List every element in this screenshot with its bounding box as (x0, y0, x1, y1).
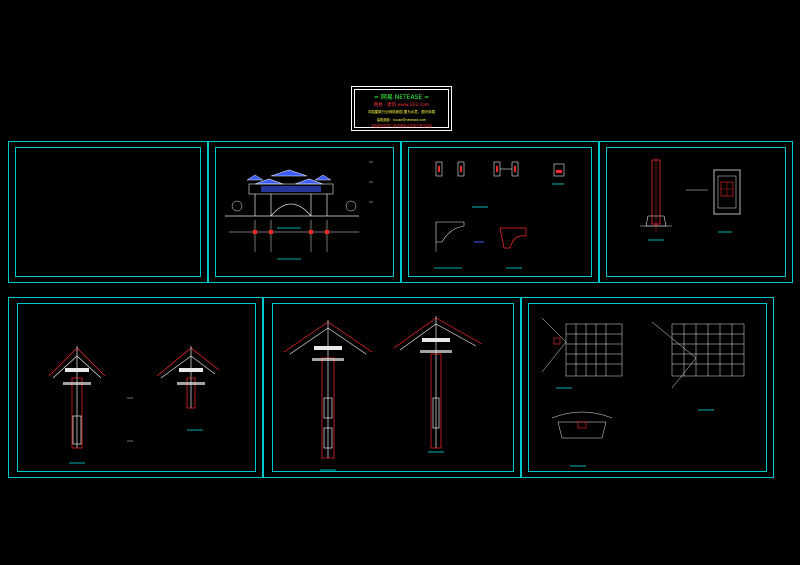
sheet-4-inner-frame (606, 147, 786, 277)
bracket-sections-drawing (48, 346, 220, 464)
title-block: = 网易 NETEASE = 网易 · 建筑 www.163.com 中国建筑行… (351, 86, 452, 131)
sheet-5-bracket-sections[interactable] (8, 297, 263, 478)
title-line-2: 网易 · 建筑 www.163.com (373, 103, 430, 108)
title-line-1: = 网易 NETEASE = (373, 94, 430, 101)
sheet-6-inner-frame (272, 303, 514, 472)
sheet-1-inner-frame (15, 147, 201, 277)
sheet-7-inner-frame (528, 303, 767, 472)
details-drawing (434, 161, 565, 269)
sheet-2-inner-frame (215, 147, 394, 277)
title-line-3: 中国建筑行业网络家园 图为示意，图可转载 (367, 110, 436, 114)
sheet-6-column-sections[interactable] (263, 297, 521, 478)
sheet-5-inner-frame (17, 303, 256, 472)
sheet-1[interactable] (8, 141, 208, 283)
gate-elevation-drawing (225, 161, 373, 260)
sheet-3-inner-frame (408, 147, 592, 277)
pillar-drawing (640, 158, 741, 241)
title-line-5: 本图纸仅供学习参考使用请勿用于商业用途 (371, 124, 432, 128)
column-sections-drawing (283, 316, 483, 471)
sheet-4-pillar[interactable] (599, 141, 793, 283)
title-block-inner-frame (354, 89, 449, 128)
roof-plans-drawing (541, 317, 745, 467)
title-line-4: 建筑频道：house@netease.com (376, 118, 427, 122)
sheet-3-details[interactable] (401, 141, 599, 283)
sheet-2-gate-elevation[interactable] (208, 141, 401, 283)
sheet-7-roof-plans[interactable] (521, 297, 774, 478)
